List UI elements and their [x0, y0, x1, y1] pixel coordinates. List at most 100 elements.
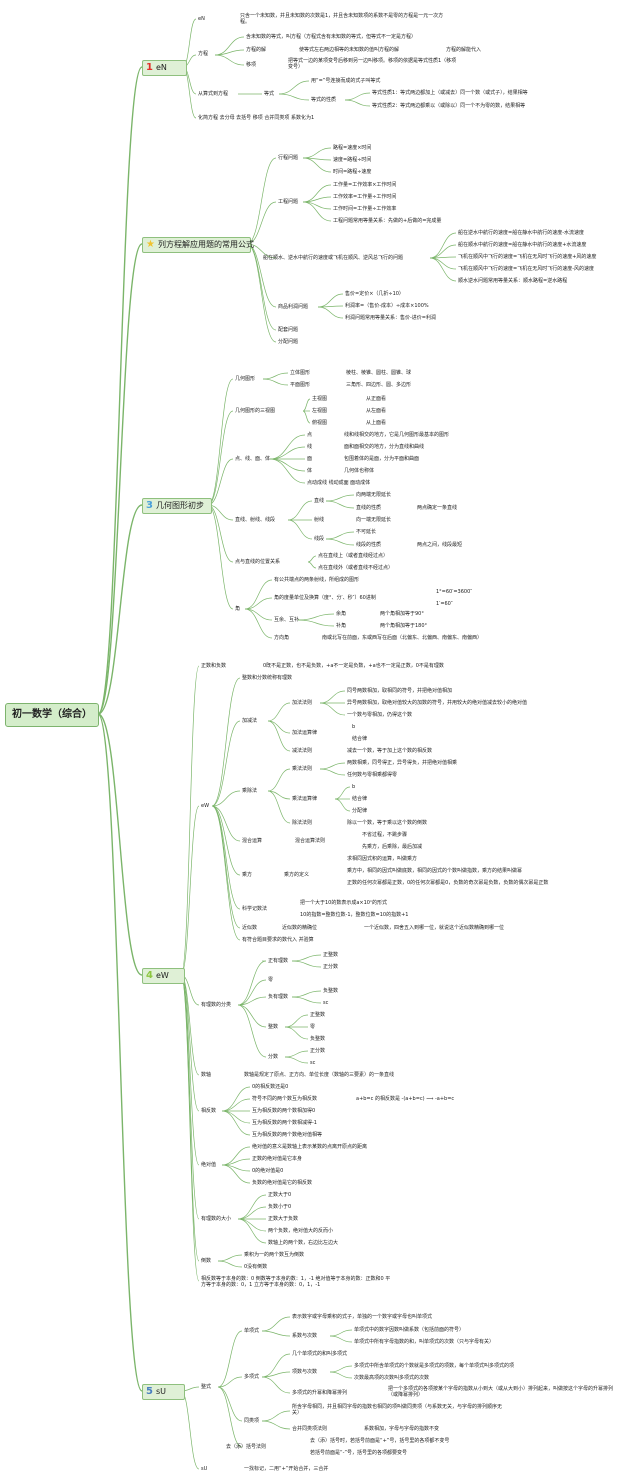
b3-pm[interactable]: 平面图形	[290, 382, 311, 388]
b4-jf[interactable]: 加减法	[242, 718, 258, 724]
b1-fc-3[interactable]: 移项	[246, 62, 257, 68]
b5-dxs-3[interactable]: 多项式的升幂和降幂排列	[292, 1390, 348, 1396]
b3-dx[interactable]: 点、线、面、体	[235, 456, 271, 462]
b4-jf-c[interactable]: 减法法则	[292, 748, 313, 754]
b5-su[interactable]: sU	[201, 1466, 208, 1472]
b5-dx[interactable]: 单项式	[244, 1328, 260, 1334]
b3-zs[interactable]: 主视图	[312, 396, 328, 402]
b3-zx[interactable]: 直线、射线、线段	[235, 517, 276, 523]
b3-hy[interactable]: 互余、互补	[274, 617, 300, 623]
b2-gc[interactable]: 工程问题	[278, 199, 299, 205]
b4-cf[interactable]: 乘除法	[242, 788, 258, 794]
b4-jf-c1: 减去一个数，等于加上这个数的相反数	[347, 748, 433, 754]
b4-ds[interactable]: 倒数	[201, 1258, 212, 1264]
b2-fp[interactable]: 分配问题	[278, 339, 299, 345]
b3-d[interactable]: 点	[307, 432, 313, 438]
b4-js[interactable]: 近似数	[242, 925, 258, 931]
b5-xs[interactable]: 系数与次数	[292, 1333, 318, 1339]
b3-jiao[interactable]: 角	[235, 606, 241, 612]
b1-dengshi[interactable]: 等式	[264, 91, 275, 97]
b2-cs-1: 船在逆水中航行的速度=船在静水中航行的速度-水流速度	[458, 230, 584, 236]
b5-dxs-2[interactable]: 项数与次数	[292, 1369, 318, 1375]
b4-cf-a[interactable]: 乘法法则	[292, 766, 313, 772]
b4-cf-c[interactable]: 除法法则	[292, 820, 313, 826]
b3-fs[interactable]: 俯视图	[312, 420, 328, 426]
b3-fx[interactable]: 方向角	[274, 635, 290, 641]
b3-t[interactable]: 体	[307, 468, 313, 474]
branch-5-label: sU	[155, 1387, 166, 1396]
b4-jdz[interactable]: 绝对值	[201, 1162, 217, 1168]
b4-zshu[interactable]: 整数	[268, 1024, 279, 1030]
b4-js-a[interactable]: 近似数的精确位	[282, 925, 318, 931]
b5-zs[interactable]: 整式	[201, 1384, 212, 1390]
b5-dxs[interactable]: 多项式	[244, 1374, 260, 1380]
b4-fyl[interactable]: 负有理数	[268, 994, 289, 1000]
b3-sx[interactable]: 射线	[314, 517, 325, 523]
b3-zx-b[interactable]: 直线的性质	[356, 505, 382, 511]
b4-xf-2[interactable]: 符号不同的两个数互为相反数	[252, 1096, 318, 1102]
b5-dx-1: 表示数字或字母乘积的式子，单独的一个数字或字母也叫单项式	[292, 1314, 433, 1320]
b4-sz[interactable]: 数轴	[201, 1072, 212, 1078]
b1-ds-2[interactable]: 等式的性质	[311, 97, 337, 103]
b3-m[interactable]: 面	[307, 456, 313, 462]
b2-xc[interactable]: 行程问题	[278, 155, 299, 161]
b3-t-1: 几何体也称体	[344, 468, 375, 474]
b4-dx-4: 两个负数，绝对值大的反而小	[268, 1228, 334, 1234]
b2-xc-1: 路程=速度×时间	[333, 145, 372, 151]
b3-sv[interactable]: 几何图形的三视图	[235, 408, 276, 414]
b1-steps: 化简方程 去分母 去括号 移项 合并同类项 系数化为1	[198, 115, 315, 121]
b4-jf-b[interactable]: 加法运算律	[292, 730, 318, 736]
b4-xf[interactable]: 相反数	[201, 1108, 217, 1114]
b4-cfang-a[interactable]: 乘方的定义	[284, 872, 310, 878]
b2-sp[interactable]: 商品利润问题	[278, 304, 309, 310]
b3-xd[interactable]: 线段	[314, 536, 325, 542]
b2-cs-5: 顺水逆水问题常用等量关系：顺水路程=逆水路程	[458, 278, 568, 284]
b4-jdz-1: 绝对值的意义是数轴上表示某数的点离开原点的距离	[252, 1144, 368, 1150]
b3-x[interactable]: 线	[307, 444, 313, 450]
b4-fshu[interactable]: 分数	[268, 1054, 279, 1060]
b4-cf-b[interactable]: 乘法运算律	[292, 796, 318, 802]
b3-zuo[interactable]: 左视图	[312, 408, 328, 414]
b2-cs[interactable]: 船在顺水、逆水中航行的速度或飞机在顺风、逆风总飞行的问题	[263, 255, 404, 261]
b5-qk[interactable]: 去（添）括号法则	[226, 1444, 267, 1450]
b4-hh-a[interactable]: 混合运算法则	[295, 838, 326, 844]
b4-jf-a[interactable]: 加法法则	[292, 700, 313, 706]
b5-tl[interactable]: 同类项	[244, 1418, 260, 1424]
b3-xd-2[interactable]: 线段的性质	[356, 542, 382, 548]
b4-dx[interactable]: 有理数的大小	[201, 1216, 232, 1222]
b3-bj[interactable]: 补角	[336, 623, 347, 629]
b2-gc-2: 工作效率=工作量÷工作时间	[333, 194, 397, 200]
b1-en[interactable]: eN	[198, 16, 205, 22]
b4-hh[interactable]: 混合运算	[242, 838, 263, 844]
b5-xs-1: 单项式中的数字因数叫做系数（包括前面的符号）	[354, 1327, 465, 1333]
b4-ew[interactable]: eW	[201, 803, 210, 809]
b3-dw[interactable]: 点与直线的位置关系	[235, 559, 281, 565]
b1-fangcheng[interactable]: 方程	[198, 51, 209, 57]
b4-fl[interactable]: 有理数的分类	[201, 1002, 232, 1008]
b3-zs-1: 从正面看	[366, 396, 387, 402]
b3-zx-a[interactable]: 直线	[314, 498, 325, 504]
b4-cf-a1: 两数相乘，同号得正，异号得负，并把绝对值相乘	[347, 760, 458, 766]
b1-fc-2[interactable]: 方程的解	[246, 47, 267, 53]
b4-kx[interactable]: 科学记数法	[242, 906, 268, 912]
b1-cong[interactable]: 从算式到方程	[198, 91, 229, 97]
b2-pt[interactable]: 配套问题	[278, 327, 299, 333]
root-topic[interactable]: 初一数学（综合）	[5, 703, 99, 727]
b4-kx-2: 10的指数=整数位数-1，整数位数=10的指数+1	[300, 912, 409, 918]
b3-jh[interactable]: 几何图形	[235, 376, 256, 382]
b1-fc-2b: 方程的解能代入	[446, 47, 482, 53]
b4-cfang[interactable]: 乘方	[242, 872, 253, 878]
b4-zyl[interactable]: 正有理数	[268, 958, 289, 964]
b3-zx-b1: 两点确定一条直线	[417, 505, 458, 511]
b4-zf[interactable]: 正数和负数	[201, 663, 227, 669]
b3-yj[interactable]: 余角	[336, 611, 347, 617]
b5-hb[interactable]: 合并同类项法则	[292, 1426, 328, 1432]
branch-2-box[interactable]: ★列方程解应用题的常用公式	[142, 237, 254, 253]
b3-j-2[interactable]: 角的度量单位及换算（度°、分′、秒″）60进制	[274, 595, 376, 601]
b3-lt[interactable]: 立体图形	[290, 370, 311, 376]
